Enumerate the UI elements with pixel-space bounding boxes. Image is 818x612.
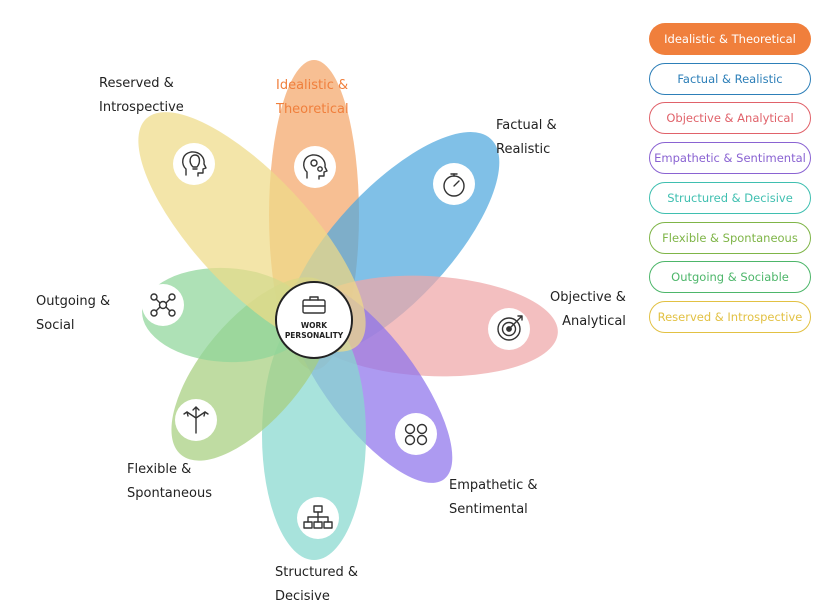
label-line: Decisive	[275, 589, 330, 604]
legend-item[interactable]: Empathetic & Sentimental	[649, 142, 811, 175]
emotions-icon	[395, 413, 437, 455]
label-line: Objective &	[550, 290, 626, 305]
target-icon	[488, 308, 530, 350]
legend-item[interactable]: Flexible & Spontaneous	[649, 221, 811, 254]
center-label-line1: WORK	[301, 321, 328, 330]
network-people-icon	[142, 284, 184, 326]
legend-item[interactable]: Factual & Realistic	[649, 62, 811, 95]
label-line: Factual &	[496, 118, 557, 133]
label-line: Structured &	[275, 565, 358, 580]
stopwatch-icon	[433, 163, 475, 205]
legend-item[interactable]: Outgoing & Sociable	[649, 261, 811, 294]
label-factual: Factual & Realistic	[496, 114, 557, 162]
label-line: Empathetic &	[449, 478, 538, 493]
legend-item[interactable]: Idealistic & Theoretical	[649, 23, 811, 55]
label-line: Sentimental	[449, 502, 528, 517]
center-label-line2: PERSONALITY	[285, 331, 344, 340]
label-empathetic: Empathetic & Sentimental	[449, 474, 538, 522]
label-flexible: Flexible & Spontaneous	[127, 458, 212, 506]
label-line: Analytical	[562, 314, 626, 329]
legend-item[interactable]: Reserved & Introspective	[649, 300, 811, 333]
label-line: Theoretical	[276, 102, 349, 117]
label-line: Introspective	[99, 100, 184, 115]
label-line: Outgoing &	[36, 294, 111, 309]
label-line: Idealistic &	[276, 78, 349, 93]
head-lightbulb-icon	[173, 143, 215, 185]
label-line: Realistic	[496, 142, 551, 157]
label-line: Social	[36, 318, 75, 333]
head-gears-icon	[294, 146, 336, 188]
label-objective: Objective & Analytical	[550, 286, 626, 334]
label-line: Spontaneous	[127, 486, 212, 501]
hierarchy-icon	[297, 497, 339, 539]
label-line: Reserved &	[99, 76, 174, 91]
legend-item[interactable]: Objective & Analytical	[649, 102, 811, 135]
legend-item[interactable]: Structured & Decisive	[649, 181, 811, 214]
arrows-branch-icon	[175, 399, 217, 441]
label-outgoing: Outgoing & Social	[36, 290, 110, 338]
label-idealistic: Idealistic & Theoretical	[276, 74, 349, 122]
label-structured: Structured & Decisive	[275, 561, 358, 609]
briefcase-icon	[302, 296, 326, 314]
label-reserved: Reserved & Introspective	[99, 72, 184, 120]
label-line: Flexible &	[127, 462, 192, 477]
